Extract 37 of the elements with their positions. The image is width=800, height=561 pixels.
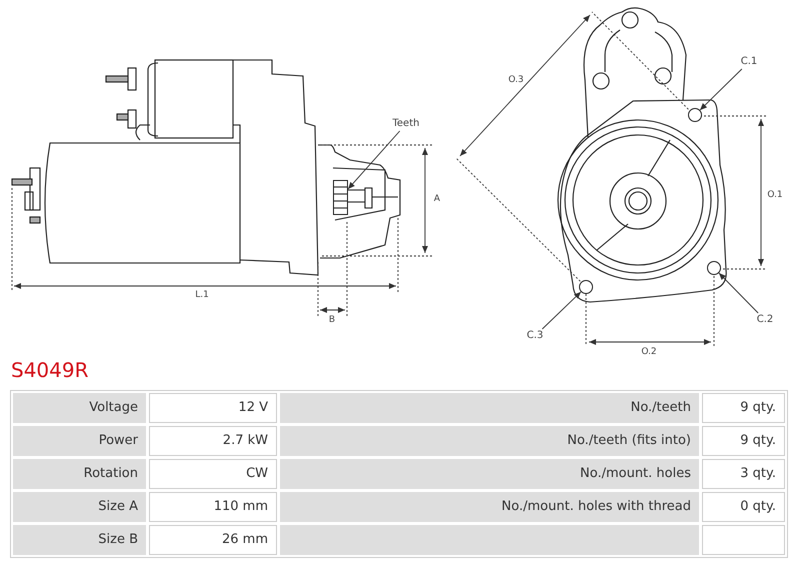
mounting-hole: [579, 280, 593, 294]
spec-value: 9 qty.: [702, 393, 785, 423]
spec-name: Rotation: [13, 459, 146, 489]
spec-name: No./mount. holes: [280, 459, 699, 489]
spec-value: 110 mm: [149, 492, 277, 522]
spec-name: No./mount. holes with thread: [280, 492, 699, 522]
spec-value: 12 V: [149, 393, 277, 423]
spec-value: 3 qty.: [702, 459, 785, 489]
leader-line: [718, 272, 759, 314]
spec-name: Size A: [13, 492, 146, 522]
callout-label: C.1: [738, 55, 760, 69]
spec-name: No./teeth (fits into): [280, 426, 699, 456]
pinion-teeth-drawing: [333, 180, 348, 215]
mounting-hole: [688, 108, 702, 122]
dimension-label: O.1: [766, 188, 784, 202]
dimension-label: A: [432, 192, 442, 206]
mounting-hole: [707, 261, 721, 275]
spec-name: Size B: [13, 525, 146, 555]
spec-value: 26 mm: [149, 525, 277, 555]
leader-line: [542, 291, 582, 330]
spec-value: CW: [149, 459, 277, 489]
callout-label: C.3: [524, 329, 546, 343]
part-number-heading: S4049R: [11, 360, 88, 380]
spec-value: 2.7 kW: [149, 426, 277, 456]
leader-line: [700, 68, 742, 111]
spec-name: Power: [13, 426, 146, 456]
callout-label: Teeth: [390, 117, 422, 131]
spec-name: No./teeth: [280, 393, 699, 423]
callout-label: C.2: [754, 313, 776, 327]
dimension-label: L.1: [194, 288, 210, 302]
leader-line: [348, 130, 400, 190]
dimension-label: O.3: [507, 74, 525, 86]
spec-value: 9 qty.: [702, 426, 785, 456]
spec-value: 0 qty.: [702, 492, 785, 522]
dimension-label: O.2: [640, 346, 658, 358]
spec-name: Voltage: [13, 393, 146, 423]
dimension-label: B: [328, 314, 336, 326]
